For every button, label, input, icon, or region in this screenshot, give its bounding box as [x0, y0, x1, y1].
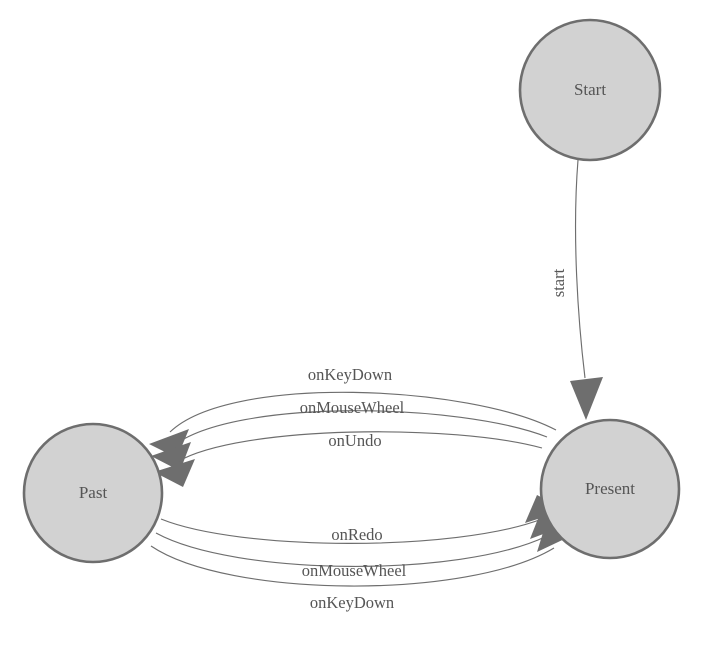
- edge-past-present-redo[interactable]: onRedo: [160, 495, 566, 544]
- edge-past-present-redo-path: [160, 518, 543, 544]
- node-start[interactable]: Start: [518, 18, 662, 162]
- node-present-circle: [539, 418, 681, 560]
- edge-past-present-mousewheel-path: [155, 532, 548, 567]
- edge-past-present-keydown-label: onKeyDown: [310, 593, 394, 612]
- edge-past-present-mousewheel-label: onMouseWheel: [302, 561, 407, 580]
- node-past-label: Past: [79, 483, 108, 502]
- edge-present-past-undo-arrowhead: [154, 459, 195, 487]
- edge-start-arrowhead: [570, 377, 603, 420]
- edge-present-past-mousewheel-path: [172, 410, 548, 447]
- edge-past-present-keydown[interactable]: onKeyDown: [150, 523, 575, 612]
- edge-past-present-redo-label: onRedo: [331, 525, 382, 544]
- edge-present-past-undo-label: onUndo: [328, 431, 381, 450]
- node-past-circle: [22, 422, 164, 564]
- edge-present-past-mousewheel-label: onMouseWheel: [300, 398, 405, 417]
- edge-present-past-keydown-label: onKeyDown: [308, 365, 392, 384]
- edge-present-past-keydown-path: [169, 391, 557, 433]
- edge-present-past-undo[interactable]: onUndo: [154, 431, 543, 487]
- edge-past-present-keydown-path: [150, 545, 555, 587]
- edge-past-present-keydown-arrowhead: [537, 523, 575, 552]
- edge-past-present-mousewheel[interactable]: onMouseWheel: [155, 511, 570, 580]
- edge-start[interactable]: start: [549, 159, 603, 420]
- node-present-label: Present: [585, 479, 635, 498]
- node-start-circle: [518, 18, 662, 162]
- node-start-label: Start: [574, 80, 606, 99]
- edge-start-path: [574, 159, 586, 379]
- edge-start-label: start: [549, 268, 568, 297]
- edge-present-past-undo-path: [176, 431, 543, 463]
- node-past[interactable]: Past: [22, 422, 164, 564]
- node-present[interactable]: Present: [539, 418, 681, 560]
